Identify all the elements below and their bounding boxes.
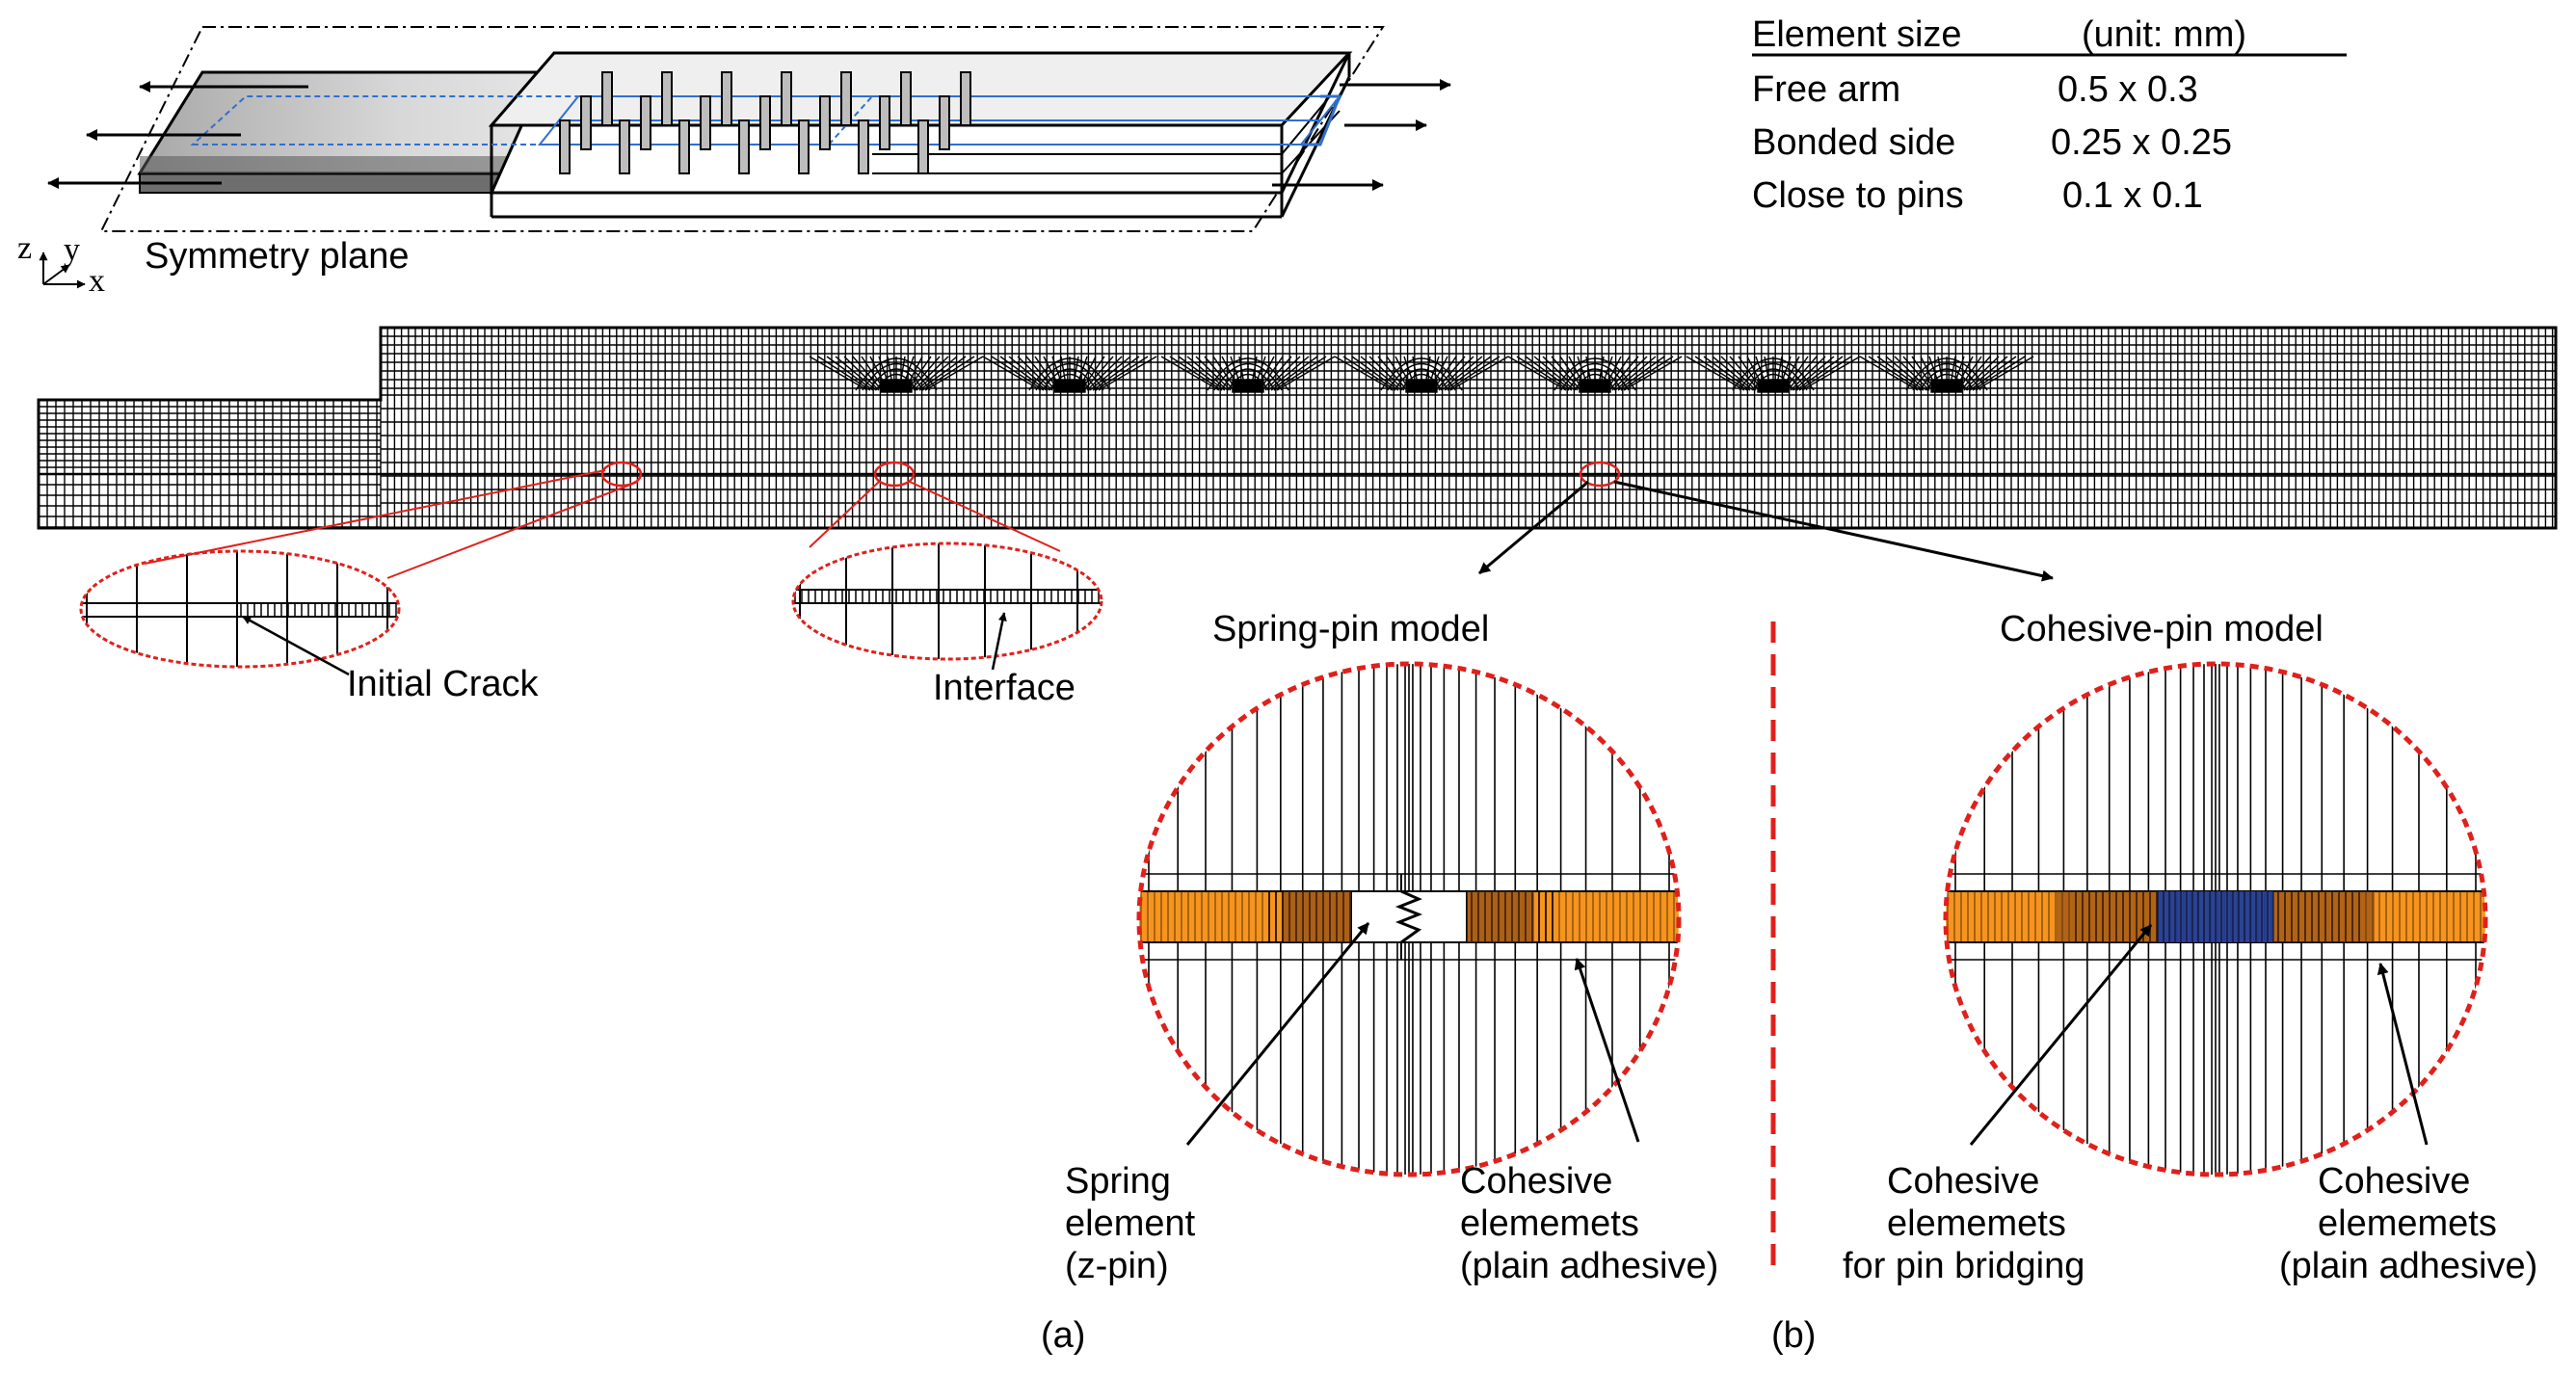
z-pin-3d [700,95,711,150]
z-pin-3d [678,119,690,174]
spring-pin-zoom [1136,661,1682,1177]
interface-pointer [991,612,1007,671]
interface-highlight [873,461,916,488]
initial-crack-zoom [79,549,401,669]
cohesive-pin-cohesive-label-2: elememets [2318,1203,2497,1244]
table-row-name: Bonded side [1752,122,1955,163]
z-pin-3d [781,71,792,126]
z-pin-3d [759,95,771,150]
spring-cohesive-label-3: (plain adhesive) [1460,1246,1718,1286]
bridging-label-1: Cohesive [1887,1161,2039,1202]
cohesive-pin-cohesive-label-3: (plain adhesive) [2279,1246,2537,1286]
table-row-value: 0.5 x 0.3 [2058,69,2198,110]
mesh-outline [37,326,2558,530]
z-pins-3d [559,71,971,174]
cohesive-pin-cohesive-pointer [2377,963,2429,1146]
element-size-table: Element size (unit: mm) Free arm 0.5 x 0… [1752,14,2347,216]
coordinate-triad [39,251,86,289]
load-arrows [47,79,1451,191]
symmetry-plane-outline [99,26,1385,232]
arrow-to-cohesive-model [1613,480,2054,582]
symmetry-plane-label: Symmetry plane [145,236,410,277]
interface-zoom [791,542,1103,661]
fe-mesh [37,326,2558,530]
z-axis-label: z [17,230,32,266]
z-pin-3d [619,119,630,174]
crack-tip-highlight [600,461,643,488]
z-pin-3d [640,95,651,150]
pin-refinement [809,356,984,393]
specimen-3d-sketch: Symmetry plane [47,26,1451,277]
z-pin-3d [900,71,912,126]
z-pin-3d [840,71,852,126]
spring-cohesive-label-2: elememets [1460,1203,1639,1244]
panel-label-b: (b) [1771,1315,1816,1356]
panel-label-a: (a) [1041,1315,1085,1356]
pin-refinement [1859,356,2034,393]
table-row-name: Free arm [1752,69,1900,110]
z-pin-3d [858,119,869,174]
z-pin-3d [879,95,890,150]
spring-element-label-1: Spring [1065,1161,1171,1202]
spring-cohesive-label-1: Cohesive [1460,1161,1612,1202]
arrow-to-spring-model [1478,480,1589,575]
y-axis-label: y [64,232,80,268]
spring-element-pointer [1185,922,1370,1146]
z-pin-3d [601,71,613,126]
z-pin-3d [960,71,971,126]
z-pin-3d [939,95,950,150]
pin-region-highlight [1579,461,1621,488]
spring-cohesive-pointer [1574,958,1640,1143]
initial-crack-label: Initial Crack [347,664,539,704]
cohesive-pin-model-title: Cohesive-pin model [2000,609,2324,649]
upper-left-arm [137,70,581,175]
table-row-value: 0.1 x 0.1 [2062,175,2203,216]
bridging-label-3: for pin bridging [1843,1246,2085,1286]
z-pin-3d [580,95,592,150]
bridging-pointer [1969,924,2153,1146]
interface-label: Interface [933,668,1076,708]
table-unit: (unit: mm) [2082,14,2246,55]
bridging-label-2: elememets [1887,1203,2066,1244]
z-pin-3d [721,71,732,126]
cohesive-pin-zoom [1943,661,2488,1177]
z-pin-3d [661,71,673,126]
zoom-connectors [144,469,1061,579]
table-row-name: Close to pins [1752,175,1964,216]
pin-mesh-refinements [809,356,2034,393]
pin-refinement [982,356,1157,393]
x-axis-label: x [89,263,105,299]
pin-refinement [1686,356,1861,393]
z-pin-3d [738,119,750,174]
pin-refinement [1334,356,1509,393]
table-header: Element size [1752,14,1962,55]
spring-icon [1394,889,1423,944]
pin-refinement [1160,356,1336,393]
initial-crack-pointer [242,615,350,676]
cohesive-pin-cohesive-label-1: Cohesive [2318,1161,2470,1202]
z-pin-3d [559,119,571,174]
spring-element-label-2: element [1065,1203,1196,1244]
spring-pin-model-title: Spring-pin model [1212,609,1489,649]
z-pin-3d [798,119,810,174]
z-pin-3d [917,119,929,174]
table-row-value: 0.25 x 0.25 [2051,122,2232,163]
pin-refinement [1507,356,1683,393]
z-pin-3d [819,95,831,150]
spring-element-label-3: (z-pin) [1065,1246,1169,1286]
